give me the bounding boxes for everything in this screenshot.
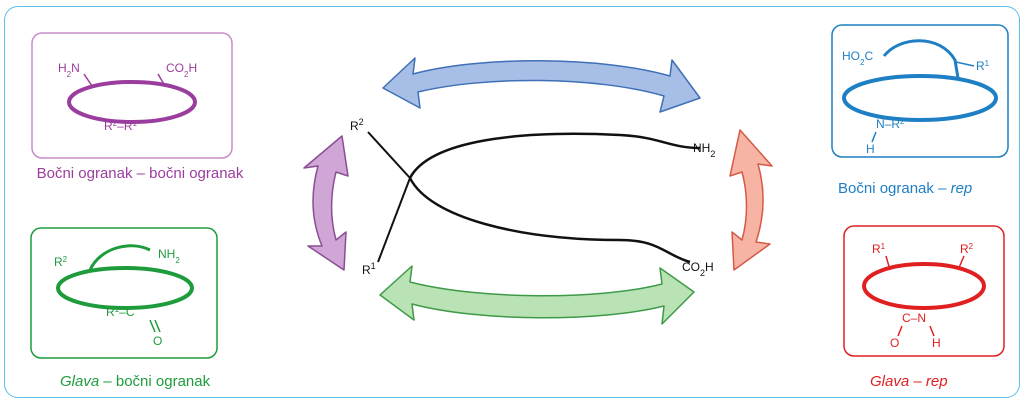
bond-r2	[957, 255, 965, 271]
caption-side-tail: Bočni ogranak – rep	[838, 180, 972, 197]
r1-c-label: R1–C	[106, 305, 135, 320]
caption-head-tail-mid: –	[909, 373, 926, 390]
box-side-tail: HO2C R1 N–R2 H	[831, 24, 1009, 158]
caption-head-side-em: Glava	[60, 373, 100, 390]
precursor-upper-chain	[408, 132, 701, 179]
bond-r1	[885, 255, 891, 271]
box-head-tail-frame	[843, 225, 1005, 357]
head-side-arc	[88, 244, 151, 271]
box-side-side: H2N CO2H R2–R1	[31, 32, 233, 159]
caption-head-tail: Glava – rep	[870, 373, 948, 390]
macrocycle-ring	[67, 80, 197, 124]
r2-label: R2	[960, 242, 974, 257]
bond-co2h	[157, 73, 166, 87]
macrocycle-ring	[56, 266, 194, 310]
macrocycle-ring	[842, 74, 998, 122]
box-side-tail-frame	[831, 24, 1009, 158]
center-co2h-label: CO2H	[682, 260, 714, 278]
green-double-arrow	[379, 265, 695, 325]
nh2-label: NH2	[158, 247, 180, 265]
r2-label: R2	[54, 255, 68, 270]
caption-side-tail-prefix: Bočni ogranak –	[838, 180, 951, 197]
r1-label: R1	[976, 59, 990, 74]
h2n-label: H2N	[58, 61, 80, 79]
caption-head-side-suffix: – bočni ogranak	[99, 373, 211, 390]
center-r1-label: R1	[362, 261, 376, 277]
box-side-side-frame	[31, 32, 233, 159]
caption-side-side: Bočni ogranak – bočni ogranak	[36, 165, 244, 182]
caption-head-tail-em: Glava	[870, 373, 910, 390]
n-r2-label: N–R2	[876, 117, 905, 132]
ho2c-label: HO2C	[842, 49, 873, 67]
r2-r1-label: R2–R1	[104, 119, 137, 134]
precursor-r2-bond	[367, 131, 411, 179]
box-head-side-frame	[30, 227, 218, 359]
h-label: H	[932, 336, 941, 350]
caption-head-side: Glava – bočni ogranak	[60, 373, 210, 390]
center-nh2-label: NH2	[693, 141, 715, 159]
macrocycle-ring	[862, 262, 986, 310]
central-precursor: R2 R1 NH2 CO2H	[350, 117, 715, 278]
bond-co-2	[154, 319, 161, 333]
blue-double-arrow	[382, 57, 701, 113]
co2h-label: CO2H	[166, 61, 197, 79]
h-label: H	[866, 142, 875, 156]
caption-head-tail-em2: rep	[925, 373, 948, 390]
o-label: O	[890, 336, 899, 350]
center-r2-label: R2	[350, 117, 364, 133]
bond-co	[897, 325, 903, 337]
precursor-r1-bond	[377, 177, 411, 263]
r1-label: R1	[872, 242, 886, 257]
o-label: O	[153, 334, 162, 348]
side-tail-arc	[882, 39, 960, 79]
purple-double-arrow	[303, 135, 349, 271]
bond-nh	[871, 131, 877, 143]
precursor-lower-chain	[408, 177, 691, 264]
bond-r1	[955, 61, 975, 67]
c-n-label: C–N	[902, 311, 926, 325]
bond-nh2	[83, 73, 93, 87]
box-head-side: R2 NH2 R1–C O	[30, 227, 218, 359]
box-head-tail: R1 R2 C–N O H	[843, 225, 1005, 357]
caption-side-tail-em: rep	[950, 180, 973, 197]
bond-co-1	[149, 319, 156, 333]
diagram-frame	[4, 6, 1020, 398]
bond-nh	[929, 325, 935, 337]
red-double-arrow	[729, 129, 773, 271]
